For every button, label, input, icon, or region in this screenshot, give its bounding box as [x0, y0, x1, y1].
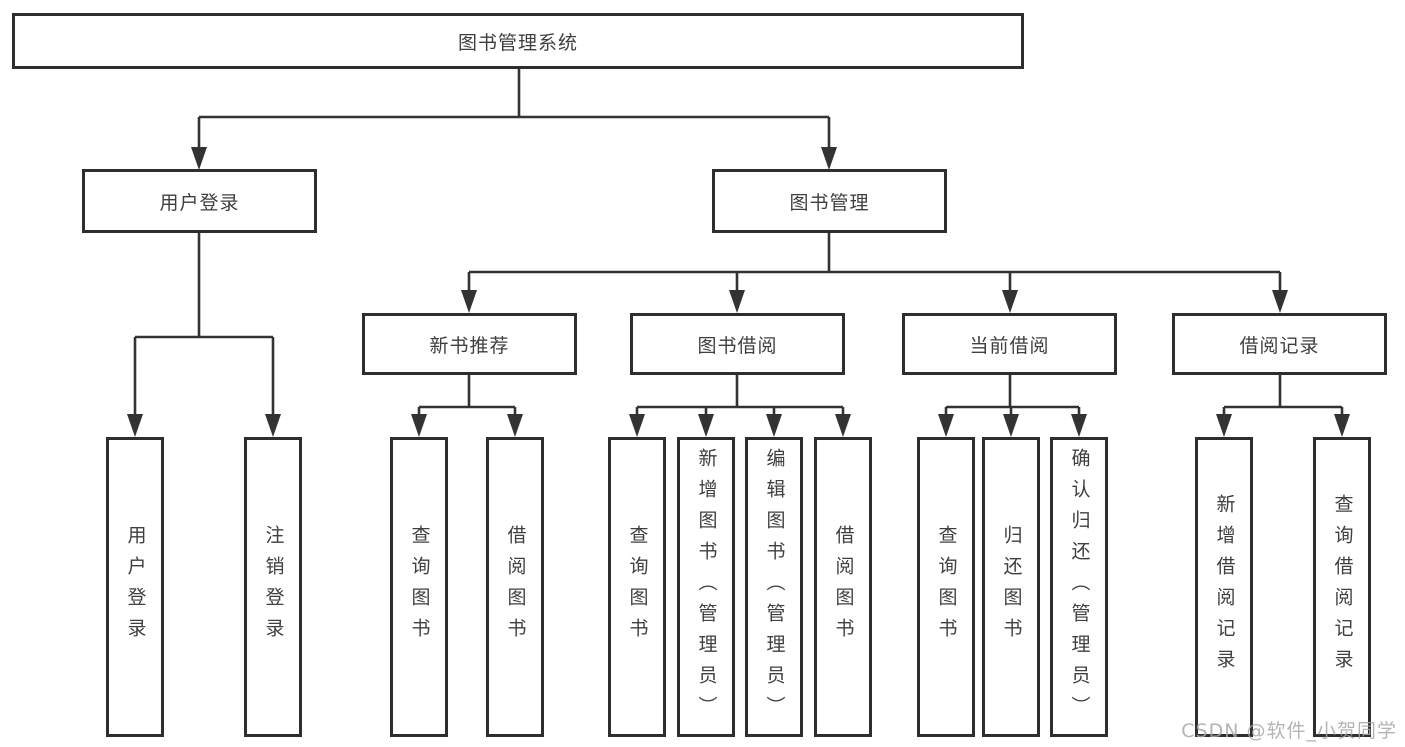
node-root-label: 图书管理系统 [457, 31, 578, 54]
connector-user-login-to-leaves [127, 231, 281, 437]
leaf-user-login-label: 用户登录 [124, 525, 147, 649]
leaf-query-book: 查询图书 [608, 437, 666, 737]
leaf-edit-book-admin-label: 编辑图书（管理员） [763, 447, 786, 727]
leaf-add-borrow-record: 新增借阅记录 [1195, 437, 1253, 737]
leaf-borrow-book-label: 借阅图书 [832, 525, 855, 649]
leaf-add-book-admin: 新增图书（管理员） [677, 437, 735, 737]
leaf-return-book: 归还图书 [982, 437, 1040, 737]
connector-group-book-borrow [629, 373, 851, 437]
leaf-return-book-label: 归还图书 [1000, 525, 1023, 649]
node-current-borrow: 当前借阅 [902, 313, 1117, 375]
leaf-logout: 注销登录 [244, 437, 302, 737]
leaf-borrow-book: 借阅图书 [814, 437, 872, 737]
leaf-borrow-book: 借阅图书 [486, 437, 544, 737]
node-book-management: 图书管理 [712, 169, 947, 233]
connector-group-new-book [411, 373, 523, 437]
connector-group-borrow-records [1216, 373, 1350, 437]
node-borrow-records: 借阅记录 [1172, 313, 1387, 375]
node-book-borrow: 图书借阅 [630, 313, 845, 375]
node-user-login-label: 用户登录 [159, 191, 240, 214]
leaf-logout-label: 注销登录 [262, 525, 285, 649]
leaf-add-book-admin-label: 新增图书（管理员） [695, 447, 718, 727]
leaf-confirm-return-admin-label: 确认归还（管理员） [1068, 447, 1091, 727]
leaf-confirm-return-admin: 确认归还（管理员） [1050, 437, 1108, 737]
connector-group-current-borrow [938, 373, 1087, 437]
leaf-query-book: 查询图书 [390, 437, 448, 737]
node-new-book-recommend-label: 新书推荐 [429, 334, 510, 357]
leaf-user-login: 用户登录 [106, 437, 164, 737]
connector-book-mgmt-to-level3 [461, 231, 1288, 313]
node-new-book-recommend: 新书推荐 [362, 313, 577, 375]
node-current-borrow-label: 当前借阅 [969, 334, 1050, 357]
leaf-edit-book-admin: 编辑图书（管理员） [745, 437, 803, 737]
node-book-borrow-label: 图书借阅 [697, 334, 778, 357]
node-root: 图书管理系统 [12, 13, 1024, 69]
leaf-query-book: 查询图书 [917, 437, 975, 737]
node-borrow-records-label: 借阅记录 [1239, 334, 1320, 357]
leaf-query-book-label: 查询图书 [626, 525, 649, 649]
leaf-query-book-label: 查询图书 [408, 525, 431, 649]
node-user-login: 用户登录 [82, 169, 317, 233]
connector-root-to-level2 [191, 66, 837, 170]
leaf-add-borrow-record-label: 新增借阅记录 [1213, 494, 1236, 680]
leaf-borrow-book-label: 借阅图书 [504, 525, 527, 649]
leaf-query-borrow-record-label: 查询借阅记录 [1331, 494, 1354, 680]
csdn-watermark: CSDN @软件_小贺同学 [1181, 720, 1397, 742]
node-book-management-label: 图书管理 [789, 191, 870, 214]
leaf-query-book-label: 查询图书 [935, 525, 958, 649]
leaf-query-borrow-record: 查询借阅记录 [1313, 437, 1371, 737]
